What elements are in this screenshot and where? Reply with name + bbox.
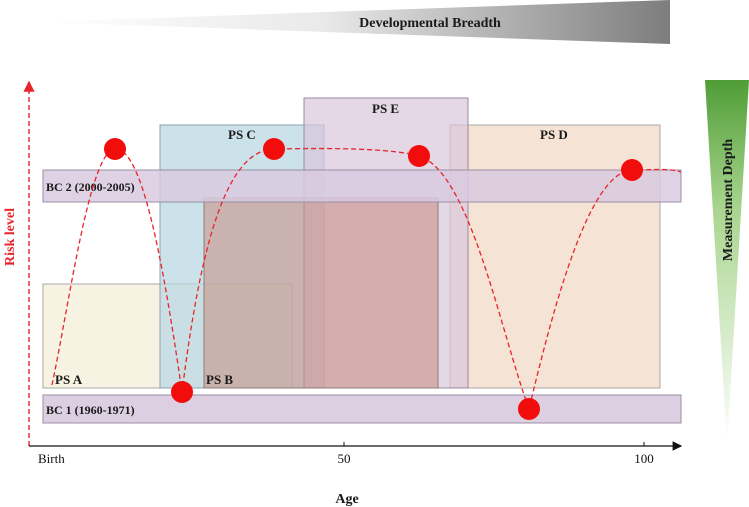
developmental-breadth-label: Developmental Breadth [359,16,501,31]
ps-a-label: PS A [55,372,83,387]
risk-point-4 [408,145,430,167]
x-tick-label-100: 100 [634,451,654,466]
risk-point-1 [104,138,126,160]
bc1-label: BC 1 (1960-1971) [46,403,135,417]
ps-b-label: PS B [206,372,233,387]
risk-point-3 [263,138,285,160]
developmental-breadth-banner [40,0,670,44]
x-axis-label: Age [335,492,358,507]
y-axis-label: Risk level [3,208,18,266]
measurement-depth-banner [705,80,749,445]
x-tick-label-50: 50 [338,451,351,466]
risk-point-6 [621,159,643,181]
bc2-label: BC 2 (2000-2005) [46,180,135,194]
ps-b-box [203,197,439,389]
measurement-depth-label: Measurement Depth [721,139,736,261]
bc2-band [42,169,682,203]
x-tick-birth: Birth [38,451,65,466]
bc1-band [42,394,682,424]
ps-e-label: PS E [372,101,399,116]
risk-point-5 [518,398,540,420]
risk-point-2 [171,381,193,403]
ps-d-label: PS D [540,127,568,142]
ps-c-label: PS C [228,127,256,142]
